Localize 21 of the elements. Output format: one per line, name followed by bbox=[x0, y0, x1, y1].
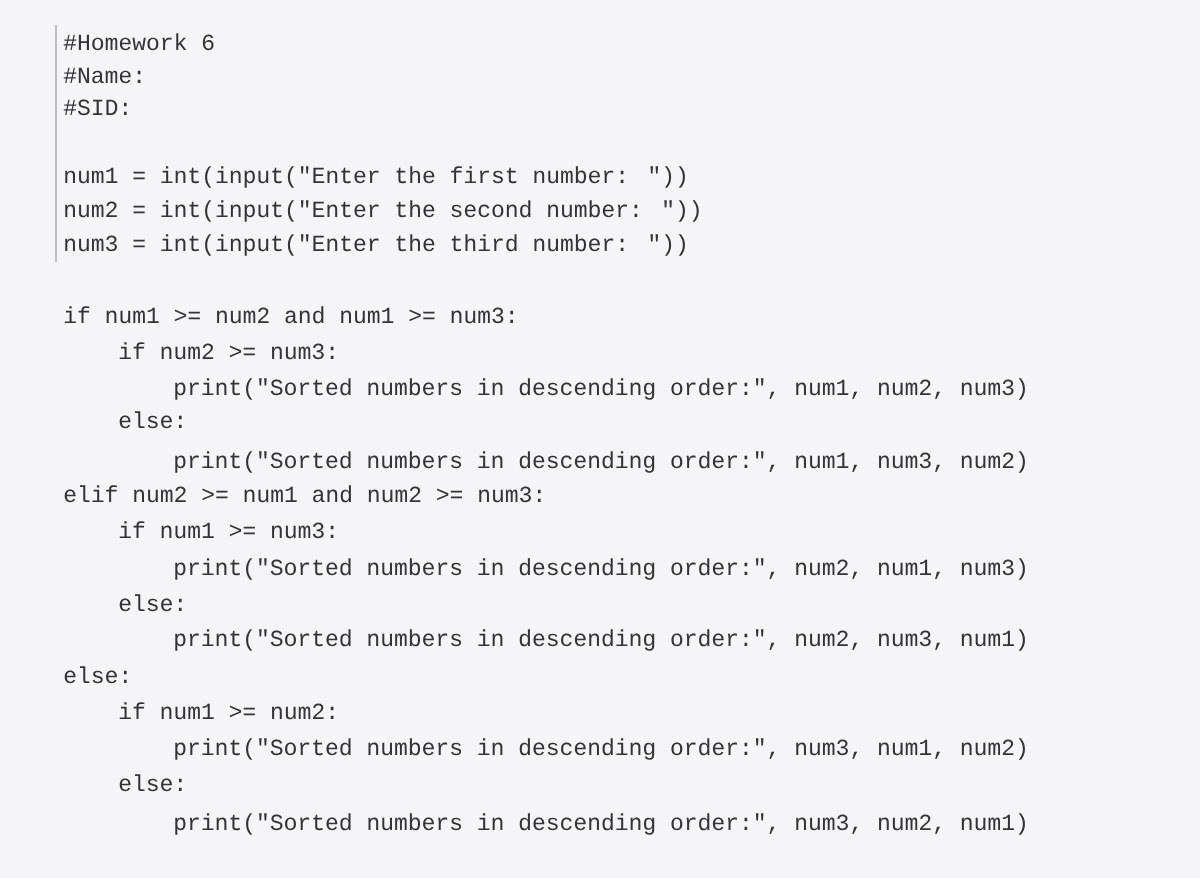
code-line: print("Sorted numbers in descending order:", num2, num1, num3) bbox=[175, 558, 1025, 580]
code-line: #Homework 6 bbox=[63, 33, 214, 51]
code-line: num1 = int(input("Enter the first number: ")) bbox=[65, 166, 685, 188]
code-line: if num1 >= num2 and num1 >= num3: bbox=[64, 306, 513, 324]
code-line: elif num2 >= num1 and num2 >= num3: bbox=[64, 485, 541, 503]
code-line: #Name: bbox=[63, 67, 141, 84]
code-line: num3 = int(input("Enter the third number: ")) bbox=[65, 234, 685, 256]
code-line: print("Sorted numbers in descending order:", num1, num2, num3) bbox=[175, 378, 1025, 400]
code-line: print("Sorted numbers in descending order:", num3, num2, num1) bbox=[175, 813, 1025, 835]
code-line: print("Sorted numbers in descending order:", num3, num1, num2) bbox=[175, 738, 1025, 760]
code-line: if num1 >= num2: bbox=[119, 702, 334, 720]
code-line: else: bbox=[64, 666, 127, 684]
code-line: #SID: bbox=[63, 99, 127, 116]
code-line: else: bbox=[119, 411, 182, 429]
code-line: num2 = int(input("Enter the second number: ")) bbox=[65, 200, 699, 222]
code-line: if num1 >= num3: bbox=[119, 521, 334, 539]
code-line: print("Sorted numbers in descending order:", num2, num3, num1) bbox=[175, 629, 1025, 651]
code-line: print("Sorted numbers in descending order:", num1, num3, num2) bbox=[175, 451, 1025, 473]
code-line: else: bbox=[119, 774, 182, 792]
code-line: if num2 >= num3: bbox=[119, 342, 334, 360]
code-line: else: bbox=[119, 594, 182, 612]
